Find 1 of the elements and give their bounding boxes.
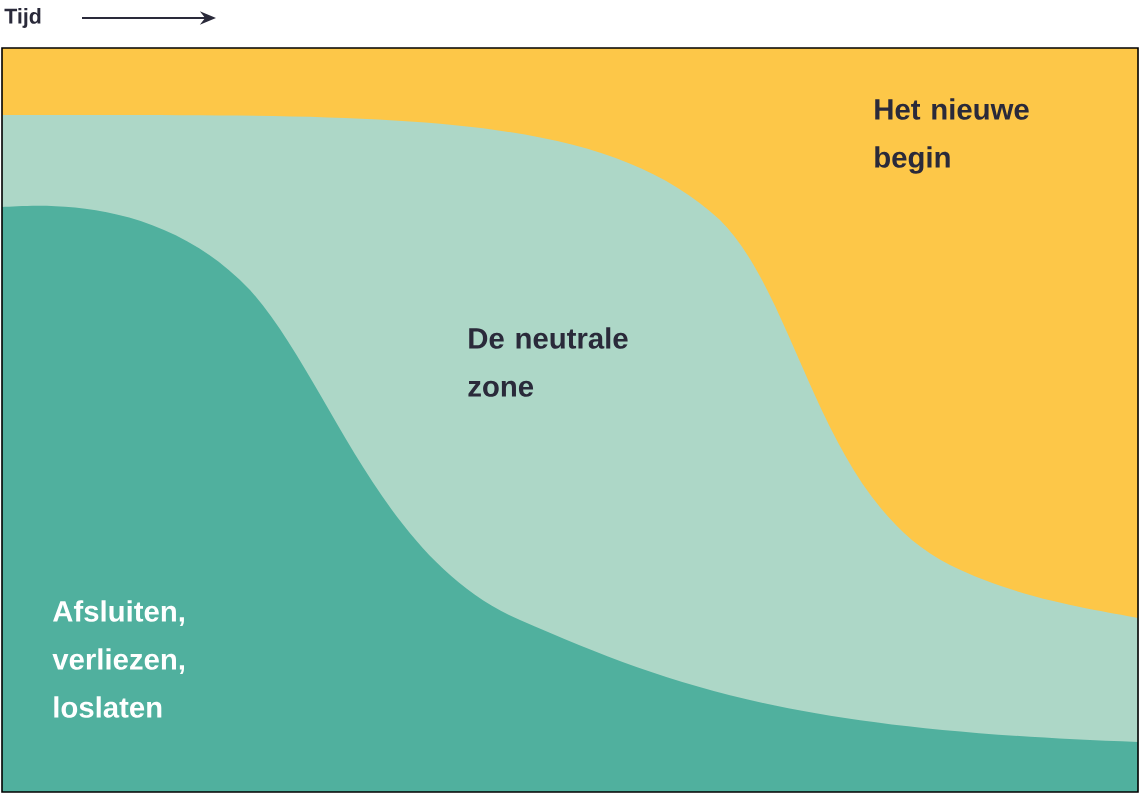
axis-label: Tijd bbox=[4, 8, 41, 28]
